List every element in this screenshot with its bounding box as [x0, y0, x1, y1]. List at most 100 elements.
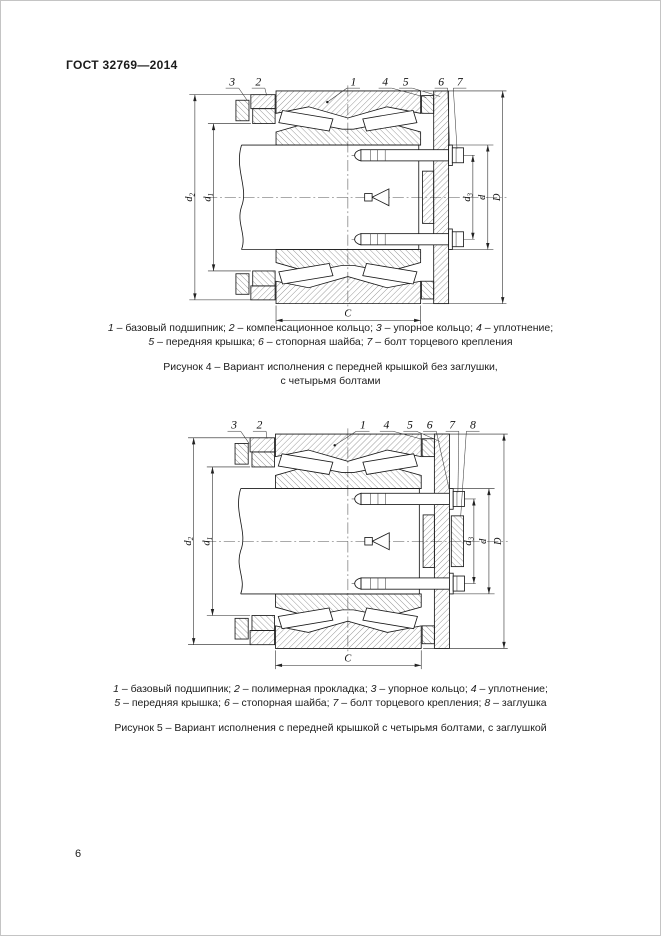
bearing-cross-section-svg: d2 d1 d3 d D C 3: [184, 76, 507, 325]
legend-item-number: 1: [107, 322, 114, 334]
legend-separator: ;: [218, 696, 224, 709]
dimension-label-d: d: [477, 194, 488, 200]
dimension-label-d3: d3: [463, 536, 475, 545]
legend-item-dash: –: [234, 322, 247, 334]
figure-4-legend: 1 – базовый подшипник; 2 – компенсационн…: [30, 322, 631, 349]
callout-6: 6: [434, 76, 450, 146]
left-seal-top: [249, 437, 275, 453]
legend-item-dash: –: [490, 696, 502, 709]
legend-item-dash: –: [113, 322, 126, 334]
thrust-ring-bottom: [235, 273, 250, 295]
figure-caption-line: Рисунок 4 – Вариант исполнения с передне…: [163, 361, 498, 373]
legend-item-text: упорное кольцо: [393, 322, 471, 334]
dimension-label-d1: d1: [203, 193, 215, 202]
figure-caption-line: Рисунок 5 – Вариант исполнения с передне…: [114, 722, 547, 734]
plug: [450, 515, 464, 568]
dimension-D: D: [493, 434, 506, 649]
callout-7: 7: [445, 419, 460, 493]
dimension-d: d: [477, 145, 490, 250]
legend-item-text: стопорная шайба: [275, 335, 361, 348]
legend-line-end: ;: [545, 683, 548, 695]
roller: [277, 607, 334, 630]
legend-item-number: 3: [375, 322, 382, 334]
legend-item-dash: –: [118, 683, 131, 695]
legend-item-text: компенсационное кольцо: [246, 322, 371, 334]
outer-ring-bottom: [275, 276, 422, 305]
dimension-label-C: C: [344, 654, 351, 665]
legend-line: 1 – базовый подшипник; 2 – полимерная пр…: [30, 683, 631, 697]
callout-5: 5: [399, 76, 441, 97]
legend-line: 1 – базовый подшипник; 2 – компенсационн…: [30, 322, 631, 336]
figure-5-drawing: d2 d1 d3 d D C 3: [176, 419, 516, 671]
right-seal-bottom: [421, 625, 435, 645]
roller: [362, 263, 418, 285]
dimension-d1: d1: [202, 466, 215, 616]
figure-4-drawing: d2 d1 d3 d D C 3: [176, 76, 516, 326]
dimension-d3: d3: [462, 155, 475, 240]
svg-text:2: 2: [255, 76, 261, 88]
legend-item-text: базовый подшипник: [130, 683, 229, 695]
legend-item-text: базовый подшипник: [125, 322, 223, 334]
figure-caption-line: с четырьмя болтами: [280, 374, 381, 387]
face-bolt-top: [351, 144, 477, 166]
legend-separator: ;: [228, 683, 235, 695]
legend-item-text: болт торцевого крепления: [384, 335, 513, 348]
dimension-C: C: [275, 650, 422, 670]
dimension-d2: d2: [183, 437, 196, 645]
dimension-label-C: C: [344, 309, 351, 320]
legend-item-text: уплотнение: [488, 683, 545, 695]
svg-text:7: 7: [457, 76, 464, 88]
svg-text:8: 8: [470, 419, 476, 431]
legend-item-dash: –: [376, 683, 389, 695]
legend-item-text: передняя крышка: [165, 335, 253, 348]
legend-separator: ;: [252, 335, 259, 348]
center-hole: [364, 532, 390, 551]
thrust-ring-bottom: [234, 617, 249, 640]
face-bolt-bottom: [351, 572, 478, 595]
svg-text:4: 4: [383, 419, 389, 431]
lock-washer: [449, 488, 454, 510]
dimension-d: d: [478, 488, 491, 594]
callout-1: 1: [326, 76, 360, 104]
legend-item-text: уплотнение: [493, 322, 551, 334]
left-seal-top: [250, 94, 276, 110]
legend-separator: ;: [470, 322, 476, 334]
center-hole: [364, 188, 390, 207]
legend-item-number: 2: [228, 322, 235, 334]
legend-item-dash: –: [476, 683, 489, 695]
legend-separator: ;: [370, 322, 376, 334]
svg-text:1: 1: [360, 419, 366, 431]
front-cover: [422, 433, 450, 649]
legend-item-number: 6: [258, 335, 264, 348]
svg-text:3: 3: [228, 76, 235, 88]
svg-text:5: 5: [407, 419, 413, 431]
svg-text:7: 7: [449, 419, 456, 431]
svg-text:2: 2: [257, 419, 263, 431]
dimension-d1: d1: [203, 123, 216, 271]
dimension-C: C: [275, 305, 421, 325]
left-seal-bottom: [249, 630, 275, 646]
legend-item-number: 4: [475, 322, 482, 334]
legend-item-text: стопорная шайба: [241, 696, 327, 709]
figure-4-caption: Рисунок 4 – Вариант исполнения с передне…: [30, 361, 631, 388]
legend-item-number: 5: [114, 696, 121, 709]
callout-2: 2: [252, 419, 268, 439]
legend-item-dash: –: [338, 696, 351, 709]
dimension-label-d1: d1: [202, 537, 214, 546]
legend-item-number: 4: [470, 683, 477, 695]
face-bolt-bottom: [351, 228, 477, 250]
legend-item-number: 5: [148, 335, 155, 348]
roller: [362, 110, 418, 132]
dimension-d2: d2: [184, 94, 197, 300]
legend-line-end: ;: [550, 322, 554, 334]
figure-5-legend: 1 – базовый подшипник; 2 – полимерная пр…: [30, 683, 631, 710]
lock-washer: [448, 144, 453, 166]
legend-item-number: 7: [366, 335, 373, 348]
roller: [278, 263, 334, 285]
dimension-label-d: d: [478, 538, 489, 544]
legend-separator: ;: [478, 696, 485, 709]
right-seal-top: [421, 438, 435, 458]
thrust-ring-top: [235, 99, 250, 122]
thrust-ring-top: [234, 443, 249, 465]
